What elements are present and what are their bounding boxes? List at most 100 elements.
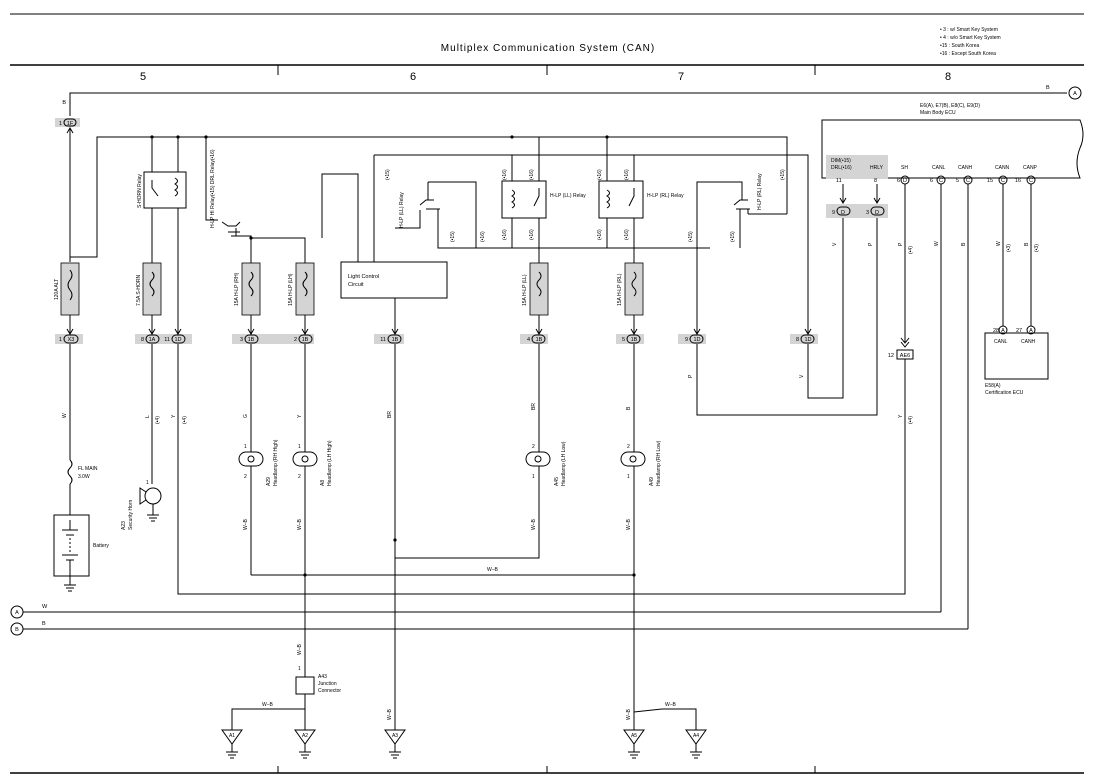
svg-text:(•4): (•4) <box>155 416 161 424</box>
svg-text:6: 6 <box>897 178 900 184</box>
column-number: 8 <box>945 71 951 83</box>
headlamp-rh-low <box>620 451 646 467</box>
svg-text:C: C <box>939 178 943 184</box>
note-line: •16 : Except South Korea <box>940 51 996 57</box>
svg-text:H-LP (RL) Relay: H-LP (RL) Relay <box>647 193 684 199</box>
ground-symbol <box>147 514 159 522</box>
svg-text:B: B <box>626 406 632 410</box>
ground-symbol <box>64 584 76 592</box>
svg-text:Circuit: Circuit <box>348 282 364 288</box>
svg-text:15: 15 <box>987 178 993 184</box>
svg-text:15A H-LP (RL): 15A H-LP (RL) <box>617 273 623 306</box>
svg-text:A2: A2 <box>302 733 308 739</box>
svg-text:11: 11 <box>836 178 842 184</box>
svg-text:AE6: AE6 <box>900 353 910 359</box>
svg-text:CANP: CANP <box>1023 165 1038 171</box>
svg-text:2: 2 <box>294 337 297 343</box>
svg-text:FL MAIN: FL MAIN <box>78 466 98 472</box>
svg-text:5: 5 <box>956 178 959 184</box>
svg-text:(•16): (•16) <box>529 229 535 240</box>
svg-text:A8: A8 <box>320 480 326 486</box>
svg-text:A45: A45 <box>554 477 560 486</box>
svg-text:A29: A29 <box>266 477 272 486</box>
svg-text:(•15): (•15) <box>730 231 736 242</box>
svg-text:B: B <box>961 242 967 246</box>
hlp-rl-relay <box>598 180 644 219</box>
svg-text:(•15): (•15) <box>450 231 456 242</box>
svg-text:1B: 1B <box>248 337 255 343</box>
junction-connector <box>295 676 315 695</box>
svg-text:H-LP (LL) Relay: H-LP (LL) Relay <box>399 192 405 228</box>
svg-text:1F: 1F <box>67 121 74 127</box>
svg-text:W–B: W–B <box>626 709 632 721</box>
ground-a4: A4 <box>685 729 707 759</box>
svg-text:C: C <box>1029 178 1033 184</box>
svg-text:Junction: Junction <box>318 681 337 687</box>
svg-text:1: 1 <box>298 444 301 450</box>
svg-text:(•16): (•16) <box>624 169 630 180</box>
svg-text:12: 12 <box>888 353 894 359</box>
svg-text:A1: A1 <box>229 733 235 739</box>
svg-text:(•4): (•4) <box>908 416 914 424</box>
fuse-15a-hlp-rh: 15A H-LP (RH) <box>234 262 261 316</box>
hlp-rl-relay-contact <box>733 199 748 206</box>
svg-text:15A H-LP (LH): 15A H-LP (LH) <box>288 273 294 306</box>
svg-text:X3: X3 <box>68 337 75 343</box>
svg-text:B: B <box>1024 242 1030 246</box>
svg-text:W: W <box>934 241 940 246</box>
note-line: • 4 : w/o Smart Key System <box>940 35 1001 41</box>
svg-text:W–B: W–B <box>665 702 677 708</box>
svg-text:S-HORN Relay: S-HORN Relay <box>137 174 143 208</box>
svg-text:DIM(•15): DIM(•15) <box>831 158 851 164</box>
hlp-hi-relay-contact <box>221 221 241 227</box>
note-line: • 3 : w/ Smart Key System <box>940 27 998 33</box>
svg-text:W: W <box>62 413 68 418</box>
svg-text:9: 9 <box>832 210 835 216</box>
svg-text:H-LP (LL) Relay: H-LP (LL) Relay <box>550 193 586 199</box>
svg-text:(•15): (•15) <box>688 231 694 242</box>
svg-text:(•16): (•16) <box>624 229 630 240</box>
svg-text:P: P <box>688 374 694 378</box>
headlamp-rh-high <box>238 451 264 467</box>
svg-text:A23: A23 <box>121 521 127 530</box>
svg-text:(•16): (•16) <box>502 169 508 180</box>
hlp-ll-relay <box>501 180 547 219</box>
svg-text:A4: A4 <box>693 733 699 739</box>
svg-text:A5: A5 <box>631 733 637 739</box>
note-line: •15 : South Korea <box>940 43 979 49</box>
svg-text:Light Control: Light Control <box>348 274 379 280</box>
connector-1f <box>63 118 77 127</box>
shorn-relay <box>143 171 187 209</box>
svg-text:BR: BR <box>387 411 393 418</box>
svg-text:W–B: W–B <box>487 567 499 573</box>
page-title: Multiplex Communication System (CAN) <box>441 43 655 54</box>
svg-text:BR: BR <box>531 403 537 410</box>
svg-text:B: B <box>42 621 46 627</box>
svg-text:16: 16 <box>1015 178 1021 184</box>
light-control-circuit <box>340 261 448 299</box>
svg-text:W: W <box>42 604 48 610</box>
svg-text:A: A <box>1001 328 1005 334</box>
svg-text:Security Horn: Security Horn <box>128 499 134 530</box>
fuse-120a-alt: 120A ALT <box>54 262 80 316</box>
svg-text:P: P <box>868 242 874 246</box>
fuse-15a-hlp-rl: 15A H-LP (RL) <box>617 262 644 316</box>
svg-text:W–B: W–B <box>297 644 303 656</box>
svg-text:(•16): (•16) <box>529 169 535 180</box>
svg-text:L: L <box>145 415 151 418</box>
svg-text:CANL: CANL <box>932 165 946 171</box>
svg-text:W–B: W–B <box>243 519 249 531</box>
svg-text:1D: 1D <box>804 337 811 343</box>
svg-text:Y: Y <box>171 414 177 418</box>
svg-text:11: 11 <box>380 337 386 343</box>
svg-text:1B: 1B <box>392 337 399 343</box>
svg-text:(•16): (•16) <box>597 169 603 180</box>
svg-text:D: D <box>841 210 845 216</box>
svg-text:HRLY: HRLY <box>870 165 884 171</box>
svg-text:A: A <box>1029 328 1033 334</box>
svg-text:D: D <box>875 210 879 216</box>
headlamp-lh-high <box>292 451 318 467</box>
svg-text:CANH: CANH <box>958 165 973 171</box>
